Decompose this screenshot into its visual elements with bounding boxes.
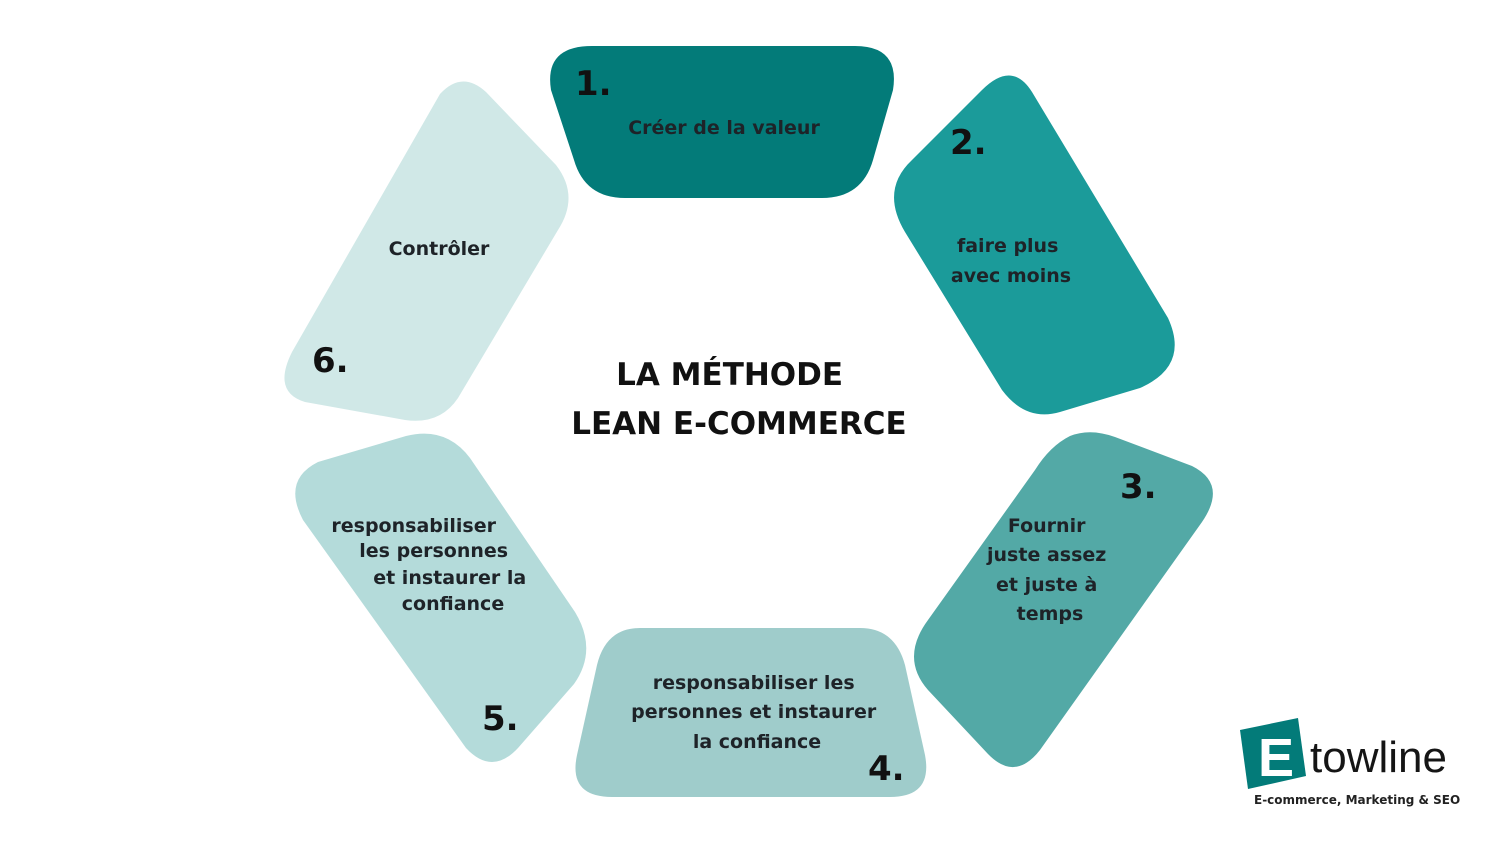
segment-1-number: 1. xyxy=(575,64,612,104)
segment-1-label-line: Créer de la valeur xyxy=(628,117,820,139)
segment-6: 6. Contrôler xyxy=(284,81,569,421)
segment-5-number: 5. xyxy=(482,699,519,739)
segment-3-shape xyxy=(914,432,1213,768)
segment-5-label-line: responsabiliser xyxy=(331,515,496,537)
segment-6-label-line: Contrôler xyxy=(389,238,490,260)
segment-4-label-line: responsabiliser les xyxy=(653,672,855,694)
segment-5: 5. responsabiliser les personnes et inst… xyxy=(295,433,587,762)
segment-1: 1. Créer de la valeur xyxy=(550,46,894,198)
logo-badge xyxy=(1240,718,1306,789)
segment-4-shape xyxy=(575,628,927,797)
segment-3-label-line: temps xyxy=(1017,603,1084,625)
segment-2-shape xyxy=(894,75,1175,415)
etowline-logo: E towline E-commerce, Marketing & SEO xyxy=(1240,718,1460,807)
segment-3-label-line: et juste à xyxy=(996,574,1097,596)
segment-3-number: 3. xyxy=(1120,467,1157,507)
segment-1-label: Créer de la valeur xyxy=(628,117,820,139)
segment-5-label-line: et instaurer la xyxy=(373,567,526,589)
segment-6-label: Contrôler xyxy=(389,238,490,260)
segment-5-label: responsabiliser les personnes et instaur… xyxy=(331,515,532,615)
segment-3-label: Fournir juste assez et juste à temps xyxy=(986,515,1113,625)
segment-5-label-line: confiance xyxy=(402,593,504,615)
logo-initial: E xyxy=(1258,728,1294,788)
segment-4-number: 4. xyxy=(868,749,905,789)
segment-2-label-line: avec moins xyxy=(951,265,1071,287)
segment-4-label-line: personnes et instaurer xyxy=(631,701,877,723)
segment-2: 2. faire plus avec moins xyxy=(894,75,1175,415)
segment-4-label-line: la confiance xyxy=(693,731,821,753)
segment-3: 3. Fournir juste assez et juste à temps xyxy=(914,432,1213,768)
center-title-line: LEAN E-COMMERCE xyxy=(571,406,906,442)
segment-4-label: responsabiliser les personnes et instaur… xyxy=(631,672,883,753)
center-title-line: LA MÉTHODE xyxy=(616,357,843,393)
segment-2-label: faire plus avec moins xyxy=(951,235,1071,287)
segment-2-number: 2. xyxy=(950,123,987,163)
segment-1-shape xyxy=(550,46,894,198)
segment-4: 4. responsabiliser les personnes et inst… xyxy=(575,628,927,797)
segment-6-number: 6. xyxy=(312,341,349,381)
segment-2-label-line: faire plus xyxy=(957,235,1058,257)
segment-3-label-line: Fournir xyxy=(1008,515,1086,537)
segment-5-shape xyxy=(295,433,587,762)
segment-6-shape xyxy=(284,81,569,421)
segment-3-label-line: juste assez xyxy=(986,544,1106,566)
logo-tagline: E-commerce, Marketing & SEO xyxy=(1254,793,1460,807)
segment-5-label-line: les personnes xyxy=(359,540,508,562)
logo-wordmark: towline xyxy=(1310,733,1447,782)
center-title: LA MÉTHODE LEAN E-COMMERCE xyxy=(571,357,906,442)
